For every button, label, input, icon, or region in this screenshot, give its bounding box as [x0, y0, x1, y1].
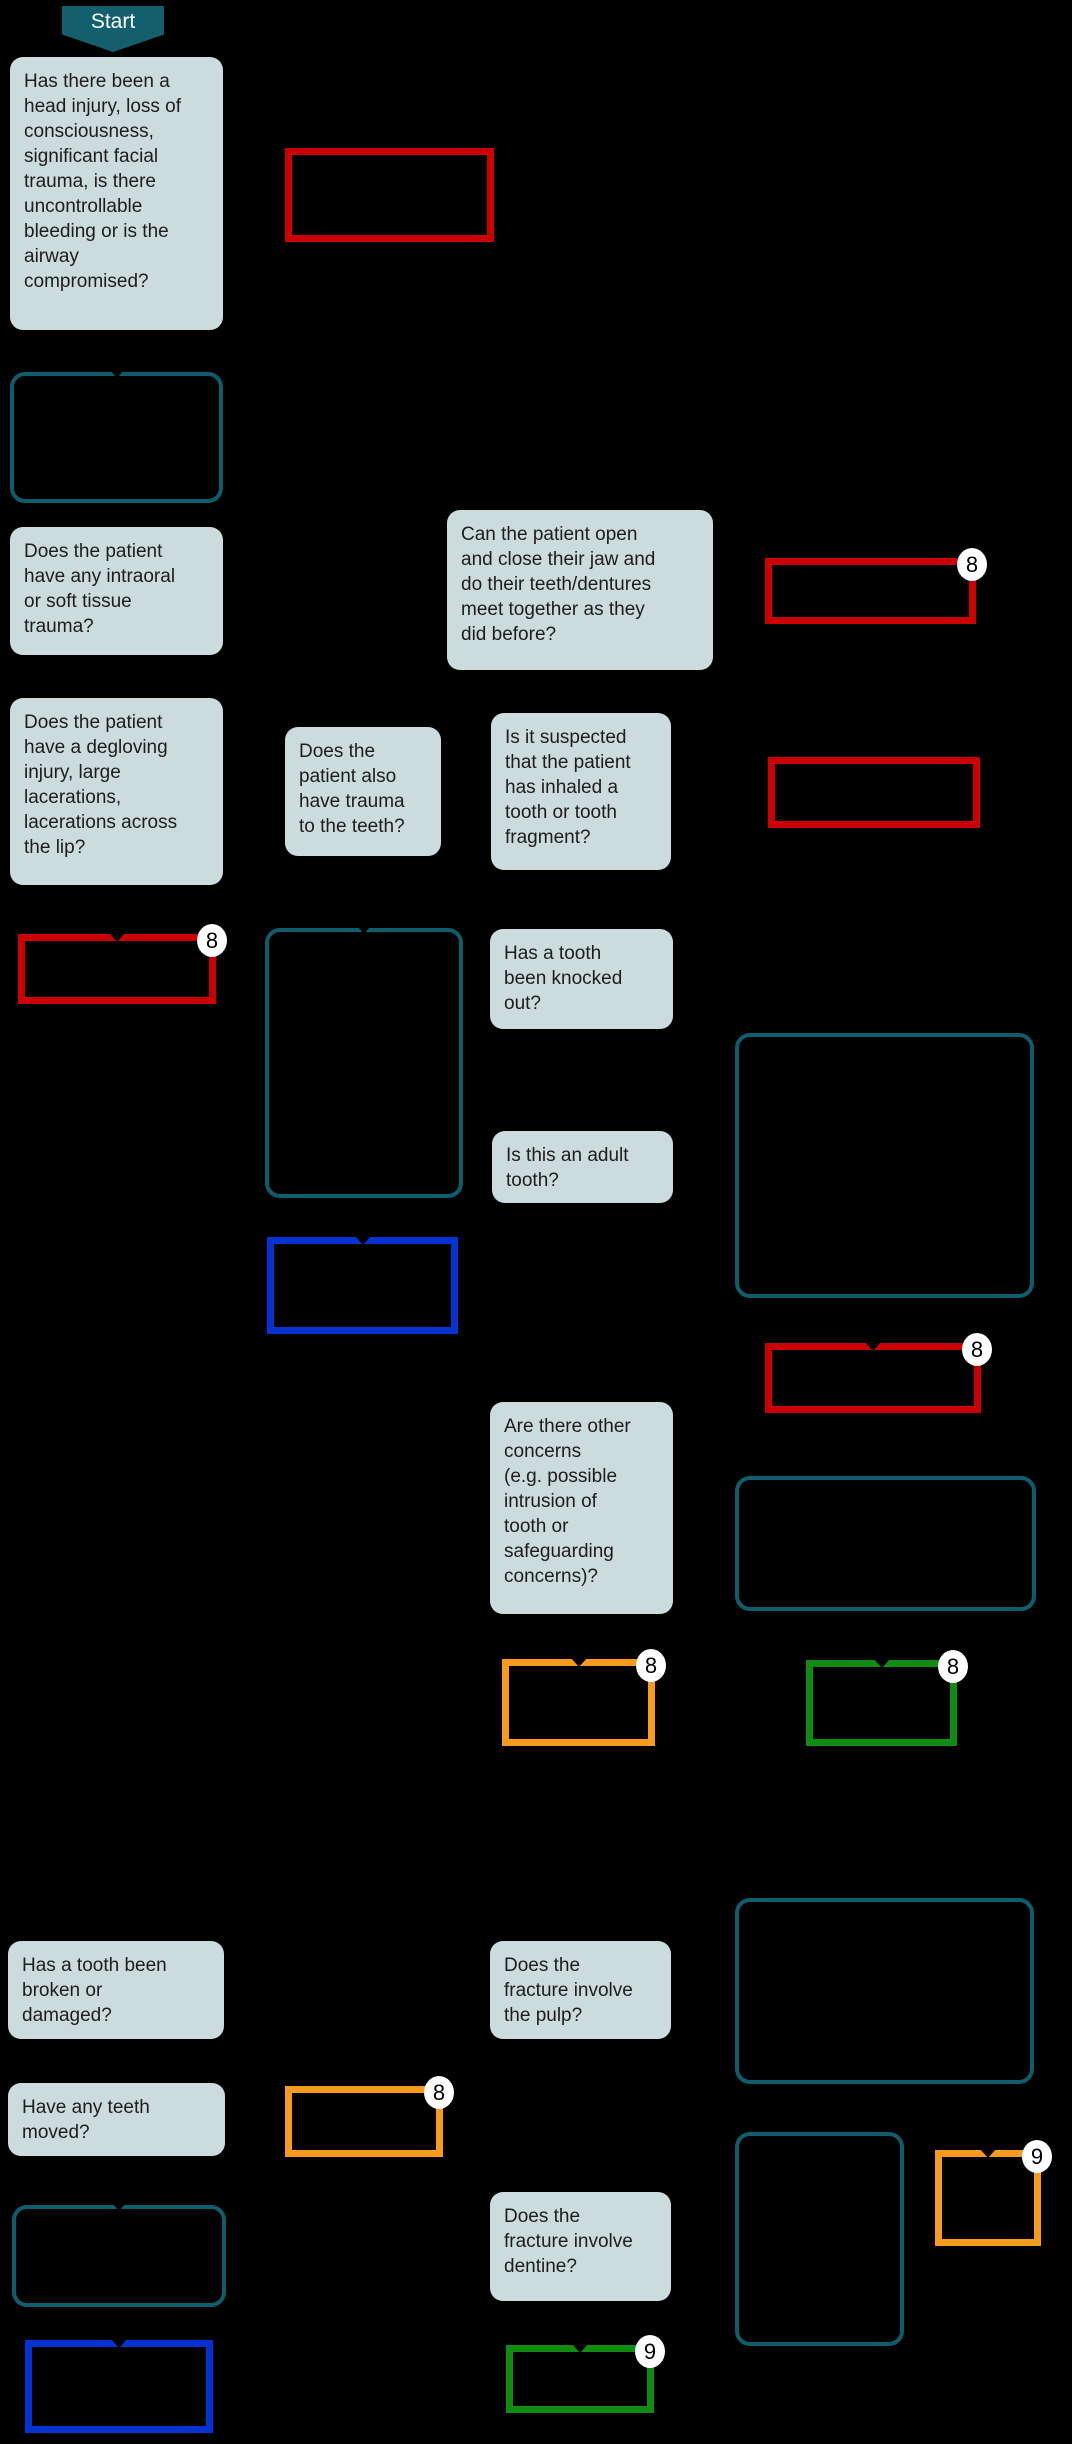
question-trauma-to-teeth: Does the patient also have trauma to the…	[285, 727, 441, 856]
question-tooth-broken: Has a tooth been broken or damaged?	[8, 1941, 224, 2039]
outcome-red-5: 8	[765, 1333, 992, 1413]
info-box-teal-f	[12, 2204, 226, 2307]
outcome-red-4: 8	[18, 924, 227, 1004]
outcome-green-2: 9	[506, 2335, 665, 2413]
info-box-teal-d	[735, 1476, 1036, 1611]
outcome-blue-2	[25, 2339, 213, 2433]
info-box-teal-a	[10, 371, 223, 503]
badge-8: 8	[424, 2076, 454, 2109]
outcome-red-3	[768, 757, 980, 828]
badge-8: 8	[636, 1649, 666, 1682]
outcome-orange-3: 9	[935, 2140, 1052, 2246]
question-jaw-occlusion: Can the patient open and close their jaw…	[447, 510, 713, 670]
outcome-red-1	[285, 148, 494, 242]
question-tooth-knocked-out: Has a tooth been knocked out?	[490, 929, 673, 1029]
question-head-injury: Has there been a head injury, loss of co…	[10, 57, 223, 330]
badge-8: 8	[962, 1333, 992, 1366]
question-inhaled-tooth: Is it suspected that the patient has inh…	[491, 713, 671, 870]
badge-9: 9	[1022, 2140, 1052, 2173]
badge-8: 8	[938, 1650, 968, 1683]
question-other-concerns: Are there other concerns (e.g. possible …	[490, 1402, 673, 1614]
question-teeth-moved: Have any teeth moved?	[8, 2083, 225, 2156]
question-intraoral-trauma: Does the patient have any intraoral or s…	[10, 527, 223, 655]
outcome-green-1: 8	[806, 1650, 968, 1746]
badge-9: 9	[635, 2335, 665, 2368]
info-box-teal-e	[735, 1898, 1034, 2084]
badge-8: 8	[197, 924, 227, 957]
question-degloving-lacerations: Does the patient have a degloving injury…	[10, 698, 223, 885]
badge-8: 8	[957, 548, 987, 581]
outcome-red-2: 8	[765, 548, 987, 624]
outcome-orange-2: 8	[285, 2076, 454, 2157]
question-adult-tooth: Is this an adult tooth?	[492, 1131, 673, 1203]
info-box-teal-b	[265, 927, 463, 1198]
info-box-teal-g	[735, 2132, 904, 2346]
outcome-blue-1	[267, 1236, 458, 1334]
outcome-orange-1: 8	[502, 1649, 666, 1746]
info-box-teal-c	[735, 1033, 1034, 1298]
question-fracture-pulp: Does the fracture involve the pulp?	[490, 1941, 671, 2039]
start-banner: Start	[62, 6, 164, 52]
question-fracture-dentine: Does the fracture involve dentine?	[490, 2192, 671, 2301]
